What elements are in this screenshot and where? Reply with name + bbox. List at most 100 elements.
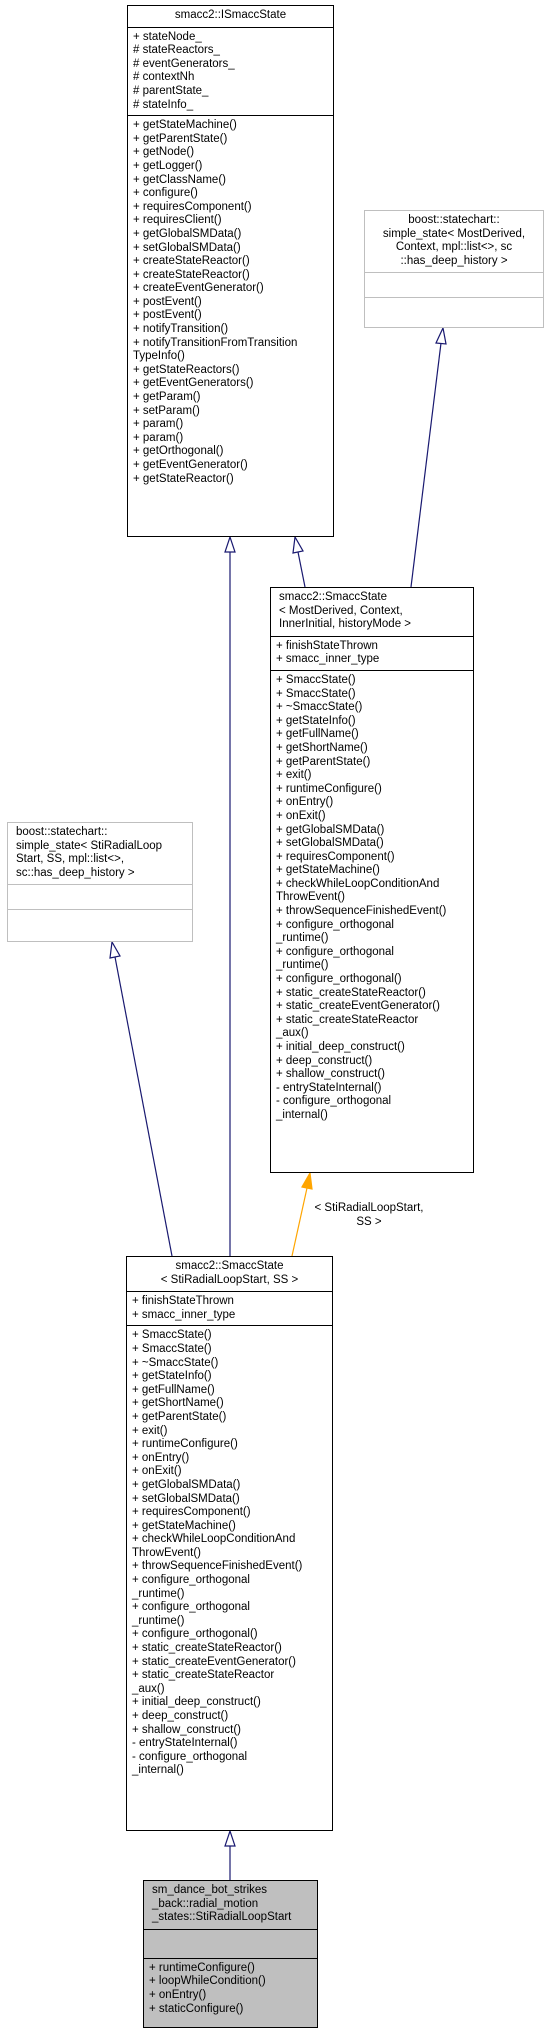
- class-member: + exit(): [132, 1424, 168, 1437]
- class-member: + configure_orthogonal _runtime(): [132, 1601, 250, 1627]
- edge-bound-to-ismacc-arrow: [224, 535, 236, 553]
- class-attributes: [8, 884, 192, 909]
- class-member: + configure_orthogonal _runtime(): [132, 1574, 250, 1600]
- edge-template-to-ismacc: [297, 551, 306, 588]
- class-member: + getOrthogonal(): [133, 445, 224, 458]
- class-attributes: + finishStateThrown+ smacc_inner_type: [271, 635, 473, 670]
- class-title: smacc2::SmaccState < MostDerived, Contex…: [279, 591, 411, 631]
- class-member: + getFullName(): [276, 728, 359, 741]
- class-member: + finishStateThrown: [276, 639, 378, 652]
- class-member: # stateReactors_: [133, 44, 220, 57]
- class-member: + getGlobalSMData(): [133, 227, 242, 240]
- edge-bound-to-template-arrow: [301, 1171, 313, 1190]
- class-member: - entryStateInternal(): [132, 1737, 238, 1750]
- class-member: + onEntry(): [132, 1451, 190, 1464]
- class-ismaccstate[interactable]: smacc2::ISmaccState + stateNode_# stateR…: [127, 5, 334, 537]
- class-member: + deep_construct(): [132, 1710, 229, 1722]
- class-member: + configure(): [133, 187, 198, 200]
- edge-template-to-boost-top-arrow: [435, 326, 447, 345]
- class-member: + getShortName(): [276, 741, 368, 754]
- class-methods: + runtimeConfigure()+ loopWhileCondition…: [144, 1957, 317, 2019]
- class-member: + shallow_construct(): [132, 1723, 241, 1736]
- class-member: + notifyTransition(): [133, 323, 229, 336]
- class-member: - configure_orthogonal _internal(): [132, 1750, 248, 1777]
- class-member: + stateNode_: [133, 30, 202, 43]
- class-attributes: + stateNode_# stateReactors_# eventGener…: [128, 26, 333, 116]
- class-member: # parentState_: [133, 84, 209, 97]
- class-member: + SmaccState(): [276, 673, 356, 686]
- class-member: + configure_orthogonal _runtime(): [276, 918, 394, 945]
- class-member: + static_createStateReactor _aux(): [276, 1013, 419, 1040]
- class-member: + staticConfigure(): [149, 2002, 244, 2015]
- class-member: + ~SmaccState(): [276, 701, 363, 714]
- class-methods: + SmaccState()+ SmaccState()+ ~SmaccStat…: [127, 1325, 332, 1781]
- class-member: + getParentState(): [132, 1410, 227, 1423]
- class-member: + throwSequenceFinishedEvent(): [276, 905, 447, 918]
- class-boost-simple-state-left[interactable]: boost::statechart:: simple_state< StiRad…: [7, 822, 193, 942]
- class-member: + static_createStateReactor _aux(): [132, 1669, 275, 1695]
- class-member: + setParam(): [133, 404, 200, 417]
- class-member: + createStateReactor(): [133, 255, 250, 268]
- class-member: + getEventGenerator(): [133, 459, 248, 471]
- class-member: + getParentState(): [133, 132, 228, 145]
- class-smaccstate-stiradialloopstart[interactable]: smacc2::SmaccState < StiRadialLoopStart,…: [126, 1256, 333, 1831]
- class-member: + SmaccState(): [132, 1342, 212, 1355]
- class-member: + static_createEventGenerator(): [132, 1655, 296, 1668]
- class-member: + requiresComponent(): [133, 200, 252, 213]
- class-member: + getStateReactors(): [133, 363, 240, 376]
- class-member: + finishStateThrown: [132, 1295, 234, 1308]
- class-title: boost::statechart:: simple_state< StiRad…: [16, 826, 163, 879]
- class-attributes: + finishStateThrown+ smacc_inner_type: [127, 1291, 332, 1325]
- class-member: + postEvent(): [133, 309, 202, 322]
- class-member: + onExit(): [276, 809, 326, 822]
- class-member: + initial_deep_construct(): [276, 1041, 405, 1053]
- class-member: + getEventGenerators(): [133, 377, 254, 390]
- class-member: + getParam(): [133, 391, 201, 404]
- class-member: + onEntry(): [149, 1988, 207, 2001]
- class-member: + SmaccState(): [276, 687, 356, 700]
- class-member: + getStateInfo(): [132, 1370, 212, 1383]
- class-member: + getGlobalSMData(): [276, 823, 385, 836]
- class-member: + requiresComponent(): [276, 850, 395, 863]
- class-member: # stateInfo_: [133, 98, 194, 111]
- edge-sti-to-bound-arrow: [224, 1829, 236, 1847]
- class-member: + createStateReactor(): [133, 268, 250, 281]
- edge-template-to-boost-top: [410, 342, 442, 588]
- class-boost-simple-state-top[interactable]: boost::statechart:: simple_state< MostDe…: [364, 210, 544, 328]
- class-member: + requiresClient(): [133, 214, 222, 227]
- class-member: + getShortName(): [132, 1397, 224, 1410]
- class-member: # contextNh: [133, 71, 195, 84]
- class-member: + getLogger(): [133, 159, 203, 172]
- class-member: + configure_orthogonal(): [132, 1628, 258, 1641]
- class-member: + postEvent(): [133, 295, 202, 308]
- class-member: + runtimeConfigure(): [149, 1961, 255, 1974]
- class-member: + setGlobalSMData(): [133, 241, 241, 254]
- class-member: + SmaccState(): [132, 1329, 212, 1342]
- class-member: + getStateMachine(): [132, 1519, 236, 1532]
- class-methods: + getStateMachine()+ getParentState()+ g…: [128, 115, 333, 489]
- class-member: + getNode(): [133, 146, 195, 159]
- class-title: sm_dance_bot_strikes _back::radial_motio…: [152, 1884, 292, 1924]
- class-member: + checkWhileLoopConditionAnd ThrowEvent(…: [276, 877, 440, 904]
- class-stiradialloopstart[interactable]: sm_dance_bot_strikes _back::radial_motio…: [143, 1880, 318, 2028]
- class-attributes: [144, 1928, 317, 1958]
- class-attributes: [365, 272, 543, 297]
- class-member: + configure_orthogonal(): [276, 973, 402, 986]
- class-smaccstate-template[interactable]: smacc2::SmaccState < MostDerived, Contex…: [270, 587, 474, 1173]
- class-member: - configure_orthogonal _internal(): [276, 1095, 392, 1121]
- class-member: # eventGenerators_: [133, 57, 235, 70]
- class-title: boost::statechart:: simple_state< MostDe…: [382, 214, 526, 267]
- class-member: + deep_construct(): [276, 1054, 373, 1067]
- class-title: smacc2::SmaccState < StiRadialLoopStart,…: [160, 1260, 299, 1286]
- class-member: + ~SmaccState(): [132, 1356, 219, 1369]
- class-member: + onExit(): [132, 1465, 182, 1478]
- class-member: + notifyTransitionFromTransition TypeInf…: [133, 336, 298, 363]
- class-member: + static_createEventGenerator(): [276, 1000, 440, 1013]
- class-member: + createEventGenerator(): [133, 282, 264, 295]
- class-member: + runtimeConfigure(): [132, 1438, 238, 1451]
- edge-template-to-ismacc-arrow: [292, 535, 304, 554]
- class-member: + smacc_inner_type: [276, 653, 380, 666]
- class-member: + static_createStateReactor(): [276, 986, 426, 999]
- template-arguments-label: < StiRadialLoopStart, SS >: [314, 1202, 424, 1228]
- edge-bound-to-template: [291, 1187, 308, 1257]
